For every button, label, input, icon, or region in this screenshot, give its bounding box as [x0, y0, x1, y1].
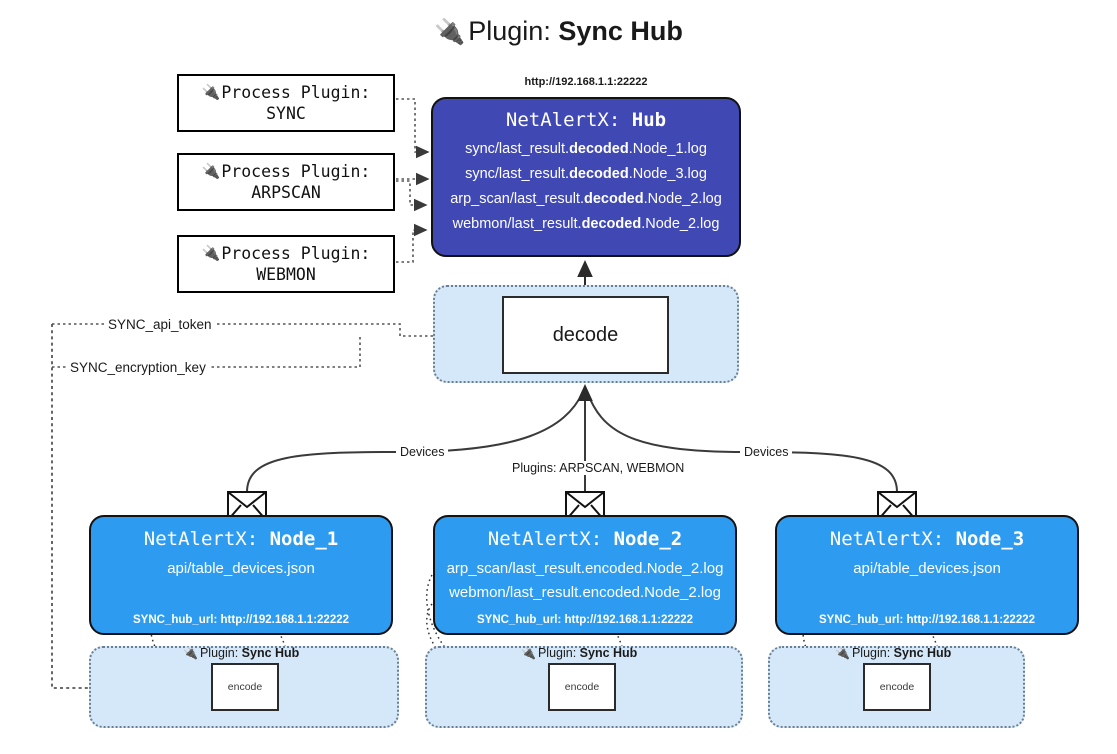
plug-icon: 🔌 [521, 646, 536, 660]
title-name: Sync Hub [558, 16, 683, 46]
plug-icon: 🔌 [201, 161, 221, 180]
process-plugin-name: SYNC [266, 104, 306, 123]
hub-log-line: sync/last_result.decoded.Node_1.log [433, 137, 739, 162]
encode-box-node-3[interactable]: encode [863, 663, 931, 711]
process-plugin-arpscan[interactable]: 🔌 Process Plugin: ARPSCAN [177, 153, 395, 211]
node-app: NetAlertX: [829, 528, 945, 550]
encode-box-node-2[interactable]: encode [548, 663, 616, 711]
log-strong: decoded [569, 141, 629, 157]
hub-log-line: webmon/last_result.decoded.Node_2.log [433, 212, 739, 237]
log-suffix: .Node_2.log [643, 190, 722, 207]
hub-name: Hub [631, 109, 667, 131]
plugin-caption-node-1: 🔌 Plugin: Sync Hub [183, 646, 299, 660]
node-hub-url: SYNC_hub_url: http://192.168.1.1:22222 [476, 614, 694, 626]
node-title: NetAlertX: Node_3 [777, 528, 1077, 550]
hub-node[interactable]: NetAlertX: Hub sync/last_result.decoded.… [431, 97, 741, 257]
process-plugin-label: Process Plugin: [221, 161, 371, 181]
edge-label-devices-right: Devices [740, 445, 793, 459]
plugin-caption-name: Sync Hub [893, 646, 952, 660]
log-suffix: .Node_1.log [628, 141, 707, 157]
process-plugin-label: Process Plugin: [221, 82, 371, 102]
node-lines: arp_scan/last_result.encoded.Node_2.log … [435, 557, 735, 605]
hub-app: NetAlertX: [505, 109, 621, 131]
plugin-caption-node-3: 🔌 Plugin: Sync Hub [835, 646, 951, 660]
node-name: Node_2 [613, 528, 683, 550]
node-lines: api/table_devices.json [91, 557, 391, 581]
plugin-caption-prefix: Plugin: [199, 646, 239, 660]
node-title: NetAlertX: Node_2 [435, 528, 735, 550]
node-hub-url: SYNC_hub_url: http://192.168.1.1:22222 [818, 614, 1036, 626]
plugin-caption-prefix: Plugin: [537, 646, 577, 660]
plug-icon: 🔌 [201, 82, 221, 101]
node-lines: api/table_devices.json [777, 557, 1077, 581]
edge-label-plugins: Plugins: ARPSCAN, WEBMON [508, 461, 689, 475]
log-strong: decoded [581, 215, 642, 232]
node-line: webmon/last_result.encoded.Node_2.log [449, 584, 721, 601]
log-suffix: .Node_2.log [641, 215, 720, 232]
log-prefix: sync/last_result. [465, 165, 570, 182]
node-2[interactable]: NetAlertX: Node_2 arp_scan/last_result.e… [433, 515, 737, 635]
node-name: Node_1 [269, 528, 339, 550]
title-prefix: Plugin: [468, 16, 551, 46]
node-hub-url: SYNC_hub_url: http://192.168.1.1:22222 [132, 614, 350, 626]
page-title: 🔌Plugin: Sync Hub [0, 16, 1117, 47]
plug-icon: 🔌 [201, 243, 221, 262]
process-plugin-label: Process Plugin: [221, 243, 371, 263]
hub-log-line: sync/last_result.decoded.Node_3.log [433, 162, 739, 187]
sync-api-token-label: SYNC_api_token [104, 317, 216, 332]
plugin-caption-name: Sync Hub [241, 646, 300, 660]
process-plugin-name: WEBMON [256, 265, 316, 284]
sync-encryption-key-label: SYNC_encryption_key [66, 360, 210, 375]
log-strong: decoded [583, 190, 644, 207]
process-plugin-webmon[interactable]: 🔌 Process Plugin: WEBMON [177, 235, 395, 293]
hub-log-line: arp_scan/last_result.decoded.Node_2.log [433, 187, 739, 212]
log-prefix: webmon/last_result. [452, 215, 582, 232]
plugin-caption-name: Sync Hub [579, 646, 638, 660]
log-strong: decoded [569, 165, 629, 182]
edge-label-devices-left: Devices [396, 445, 449, 459]
node-1[interactable]: NetAlertX: Node_1 api/table_devices.json… [89, 515, 393, 635]
encode-box-node-1[interactable]: encode [211, 663, 279, 711]
node-title: NetAlertX: Node_1 [91, 528, 391, 550]
log-prefix: arp_scan/last_result. [450, 190, 584, 207]
process-plugin-name: ARPSCAN [251, 183, 321, 202]
node-line: api/table_devices.json [853, 560, 1001, 577]
plug-icon: 🔌 [183, 646, 198, 660]
decode-box[interactable]: decode [502, 296, 669, 374]
node-name: Node_3 [955, 528, 1025, 550]
plugin-caption-prefix: Plugin: [851, 646, 891, 660]
node-line: api/table_devices.json [167, 560, 315, 577]
process-plugin-sync[interactable]: 🔌 Process Plugin: SYNC [177, 74, 395, 132]
hub-url-label: http://192.168.1.1:22222 [524, 76, 648, 88]
log-prefix: sync/last_result. [465, 141, 570, 157]
node-line: arp_scan/last_result.encoded.Node_2.log [446, 560, 724, 577]
plugin-group-node-2 [425, 646, 743, 728]
plugin-caption-node-2: 🔌 Plugin: Sync Hub [521, 646, 637, 660]
node-app: NetAlertX: [487, 528, 603, 550]
plug-icon: 🔌 [434, 18, 466, 46]
hub-title: NetAlertX: Hub [433, 109, 739, 131]
node-3[interactable]: NetAlertX: Node_3 api/table_devices.json… [775, 515, 1079, 635]
log-suffix: .Node_3.log [628, 165, 707, 182]
node-app: NetAlertX: [143, 528, 259, 550]
plug-icon: 🔌 [835, 646, 850, 660]
